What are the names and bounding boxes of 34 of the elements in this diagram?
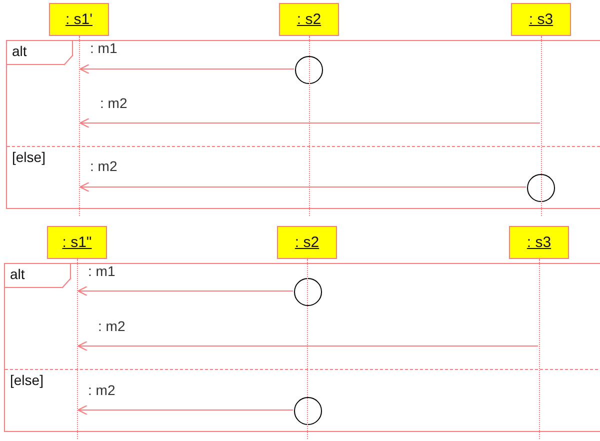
edge-label: : m2 xyxy=(90,158,118,174)
circle-marker xyxy=(294,278,322,306)
object-box: : s2 xyxy=(277,226,337,259)
guard-condition: [else] xyxy=(10,372,44,388)
edge-label: : m1 xyxy=(90,40,118,56)
message-arrow xyxy=(79,182,526,192)
edge-label: : m2 xyxy=(100,95,128,111)
lifeline xyxy=(78,36,80,216)
fragment-operator: alt xyxy=(7,41,73,65)
lifeline xyxy=(538,259,540,439)
message-arrow xyxy=(77,404,294,416)
edge-label: : m2 xyxy=(88,382,116,398)
message-arrow xyxy=(79,64,294,74)
object-box: : s1' xyxy=(49,3,109,36)
lifeline xyxy=(76,259,78,439)
circle-marker xyxy=(294,397,322,425)
lifeline xyxy=(308,36,310,216)
object-box: : s3 xyxy=(509,226,569,259)
circle-marker xyxy=(295,56,323,84)
combined-fragment xyxy=(4,263,600,432)
guard-condition: [else] xyxy=(12,149,46,165)
message-arrow xyxy=(79,118,540,128)
fragment-operator: alt xyxy=(5,264,71,288)
object-box: : s2 xyxy=(279,3,339,36)
object-box: : s3 xyxy=(511,3,571,36)
message-arrow xyxy=(77,286,294,296)
object-box: : s1" xyxy=(47,226,107,259)
edge-label: : m1 xyxy=(88,263,116,279)
message-arrow xyxy=(77,340,538,352)
circle-marker xyxy=(527,174,555,202)
edge-label: : m2 xyxy=(98,318,126,334)
combined-fragment xyxy=(6,40,600,209)
lifeline xyxy=(540,36,542,216)
lifeline xyxy=(306,259,308,439)
